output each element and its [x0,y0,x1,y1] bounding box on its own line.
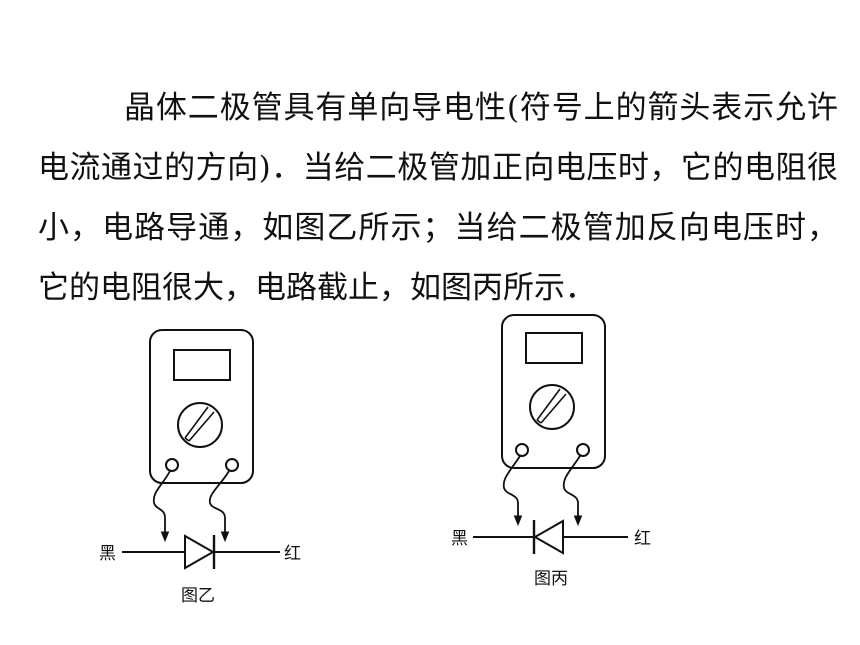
label-black: 黑 [451,529,468,549]
probe-lead-red [562,455,583,527]
caption-bing: 图丙 [534,569,568,589]
multimeter-body [149,329,254,484]
probe-lead-black [152,470,171,543]
multimeter-dial-icon [529,384,575,430]
label-red: 红 [634,529,651,549]
intro-paragraph: 晶体二极管具有单向导电性(符号上的箭头表示允许电流通过的方向)．当给二极管加正向… [38,90,838,306]
multimeter-dial-icon [177,402,223,448]
label-red: 红 [284,544,301,564]
terminal-red [576,443,590,457]
terminal-black [515,443,529,457]
probe-lead-red [208,470,230,543]
figure-bing: 黑 红 图丙 [451,314,651,589]
caption-yi: 图乙 [181,586,215,606]
diode-reverse-icon [532,519,564,555]
diode-forward-icon [184,534,216,570]
figure-yi: 黑 红 图乙 [99,329,301,606]
terminal-red [225,458,239,472]
multimeter-display [173,349,231,381]
multimeter-body [501,314,606,469]
probe-lead-black [502,455,523,527]
multimeter-display [525,332,583,364]
terminal-black [165,458,179,472]
label-black: 黑 [99,544,116,564]
